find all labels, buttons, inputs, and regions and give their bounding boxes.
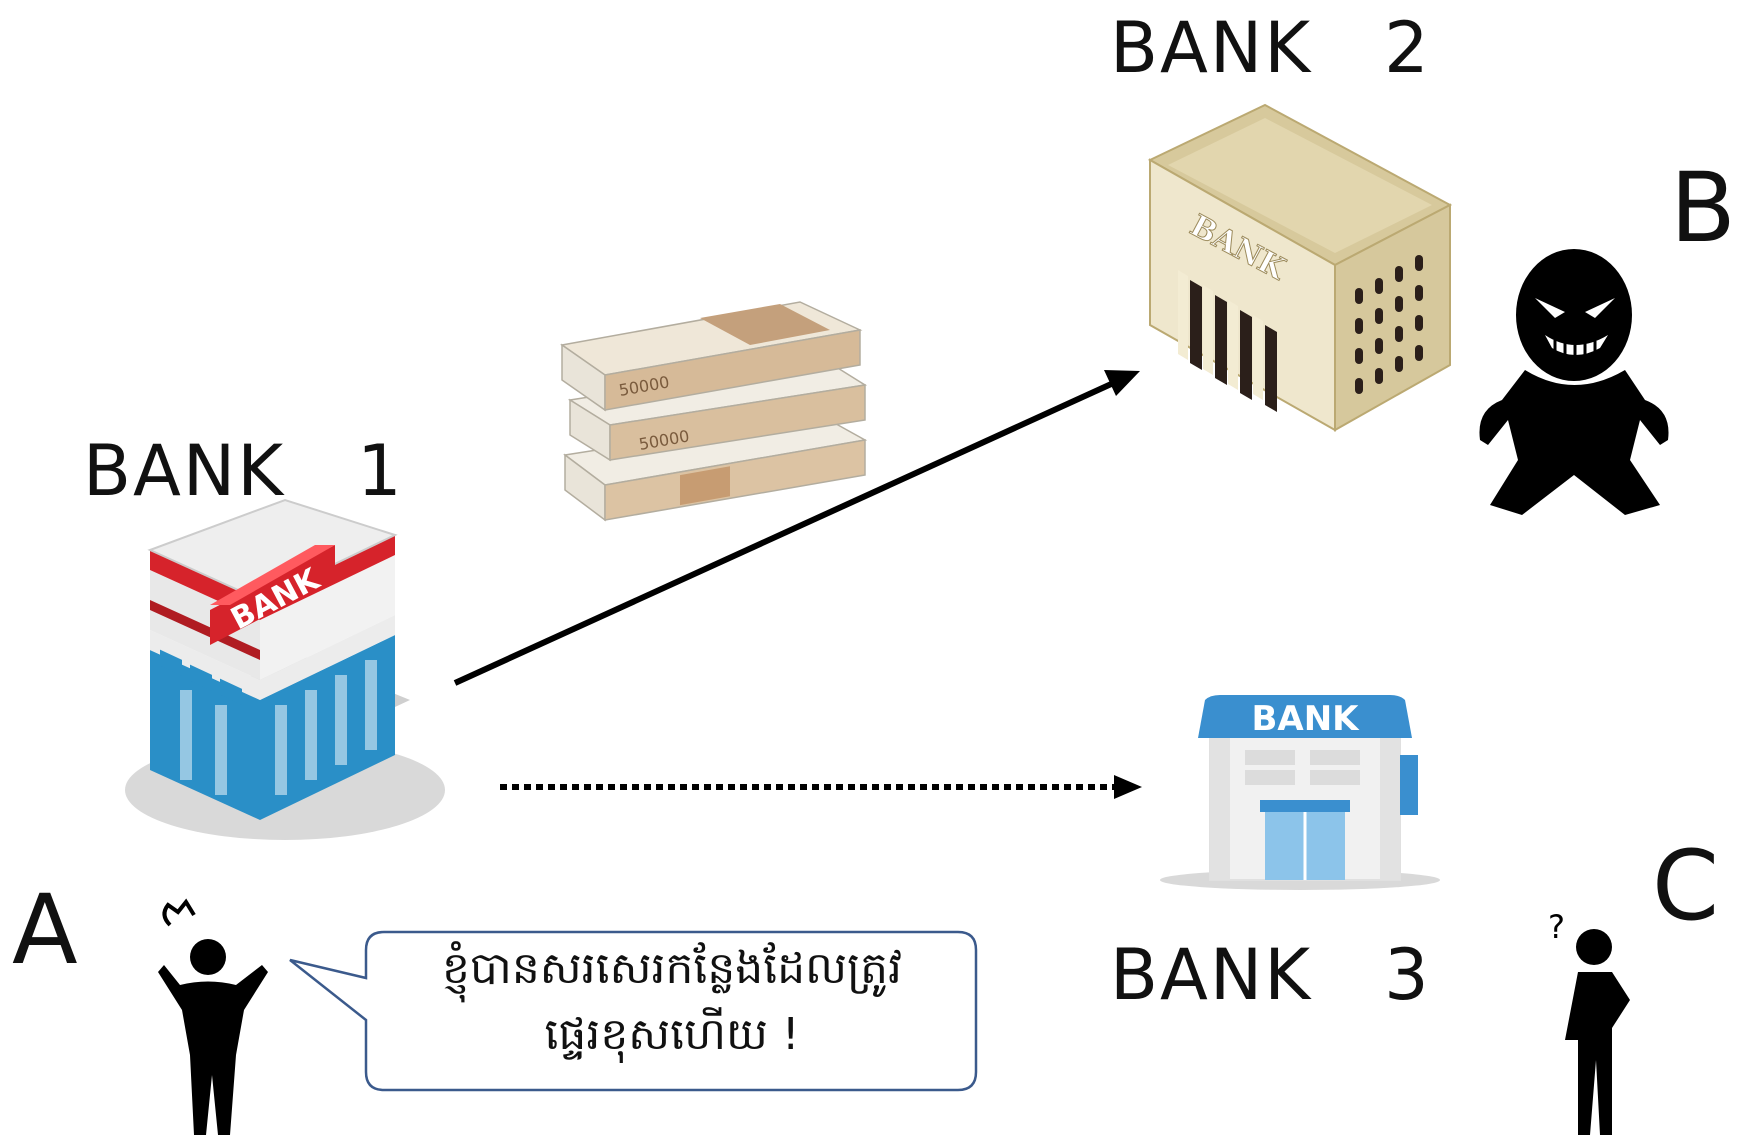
bank1-building-image: BANK <box>125 498 445 840</box>
speech-line-2: ផ្ទេរខុសហើយ ! <box>544 1009 800 1060</box>
bank2-label: BANK 2 <box>1110 7 1431 89</box>
person-c-image: ? <box>1548 908 1630 1135</box>
question-mark: ? <box>1548 908 1565 946</box>
speech-line-1: ខ្ញុំបានសរសេរកន្លែងដែលត្រូវ <box>442 943 902 994</box>
speech-bubble-shape <box>289 930 978 1092</box>
person-c-letter: C <box>1652 830 1720 942</box>
arrow-bank1-to-bank3 <box>500 775 1142 799</box>
money-stack-image: 50000 50000 <box>560 301 868 522</box>
banknote-bundle <box>560 301 863 412</box>
bank2-building-image: BANK <box>1147 103 1453 432</box>
bank3-sign: BANK <box>1251 699 1360 739</box>
bank3-building-image: BANK <box>1160 695 1440 890</box>
bank3-label: BANK 3 <box>1110 934 1431 1016</box>
person-b-letter: B <box>1670 152 1736 264</box>
arrow-bank1-to-bank2 <box>453 370 1140 686</box>
person-b-burglar-image <box>1479 249 1669 515</box>
person-a-letter: A <box>12 874 78 986</box>
speech-bubble-text: ខ្ញុំបានសរសេរកន្លែងដែលត្រូវ ផ្ទេរខុសហើយ … <box>372 936 972 1068</box>
bank1-label: BANK 1 <box>83 430 404 512</box>
person-a-image <box>158 898 268 1135</box>
